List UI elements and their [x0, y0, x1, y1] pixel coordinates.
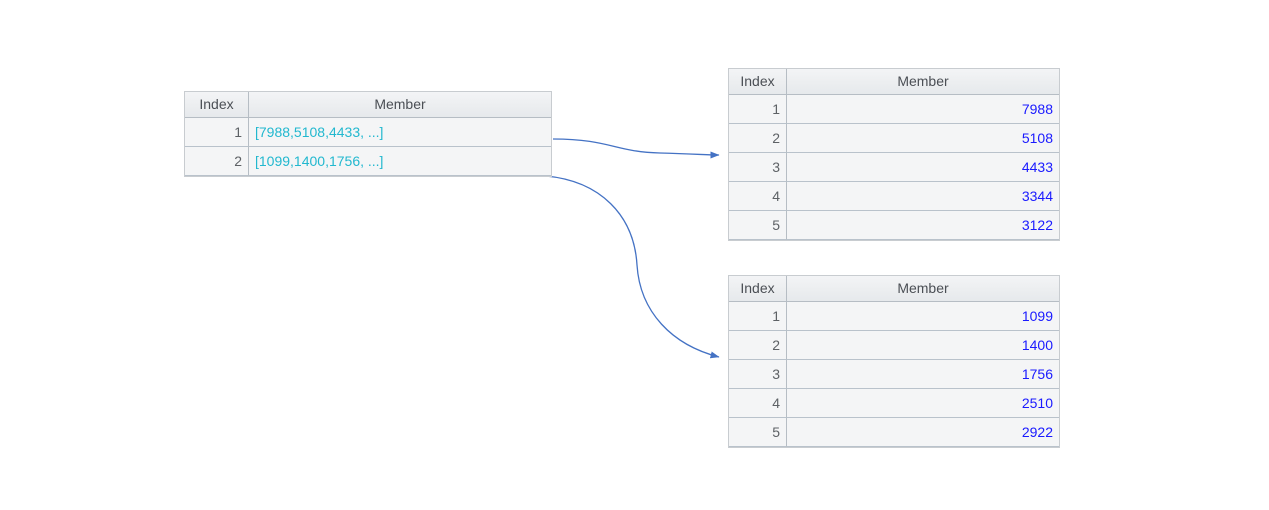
- table-row[interactable]: 3 1756: [729, 360, 1059, 389]
- row-member-cell[interactable]: 3122: [787, 211, 1059, 240]
- row-index-cell: 3: [729, 360, 787, 389]
- row-member-cell[interactable]: 2510: [787, 389, 1059, 418]
- table-row[interactable]: 4 3344: [729, 182, 1059, 211]
- source-collection-table[interactable]: Index Member 1 [7988,5108,4433, ...] 2 […: [184, 91, 552, 177]
- row-index-cell: 5: [729, 211, 787, 240]
- column-header-member[interactable]: Member: [787, 276, 1059, 302]
- table-header-row: Index Member: [729, 276, 1059, 302]
- row-member-cell[interactable]: 2922: [787, 418, 1059, 447]
- table-row[interactable]: 2 1400: [729, 331, 1059, 360]
- row-index-cell: 2: [729, 124, 787, 153]
- row-member-cell[interactable]: 1400: [787, 331, 1059, 360]
- expanded-members-table-1[interactable]: Index Member 1 7988 2 5108 3 4433: [728, 68, 1060, 241]
- row-index-cell: 2: [185, 147, 249, 176]
- table-row[interactable]: 4 2510: [729, 389, 1059, 418]
- table-row[interactable]: 3 4433: [729, 153, 1059, 182]
- row-member-cell[interactable]: 3344: [787, 182, 1059, 211]
- column-header-index[interactable]: Index: [729, 69, 787, 95]
- table-row[interactable]: 1 1099: [729, 302, 1059, 331]
- row-member-cell[interactable]: 5108: [787, 124, 1059, 153]
- row-index-cell: 5: [729, 418, 787, 447]
- row-index-cell: 1: [729, 302, 787, 331]
- row-member-cell[interactable]: [7988,5108,4433, ...]: [249, 118, 551, 147]
- table-row[interactable]: 5 2922: [729, 418, 1059, 447]
- row-index-cell: 4: [729, 182, 787, 211]
- column-header-index[interactable]: Index: [729, 276, 787, 302]
- table-row[interactable]: 5 3122: [729, 211, 1059, 240]
- arrow-row1-to-table1: [552, 138, 720, 159]
- column-header-member[interactable]: Member: [249, 92, 551, 118]
- row-index-cell: 1: [729, 95, 787, 124]
- table-row[interactable]: 2 [1099,1400,1756, ...]: [185, 147, 551, 176]
- expanded-members-table-2[interactable]: Index Member 1 1099 2 1400 3 1756: [728, 275, 1060, 448]
- column-header-index[interactable]: Index: [185, 92, 249, 118]
- table-row[interactable]: 2 5108: [729, 124, 1059, 153]
- table-header-row: Index Member: [185, 92, 551, 118]
- row-member-cell[interactable]: 4433: [787, 153, 1059, 182]
- row-member-cell[interactable]: [1099,1400,1756, ...]: [249, 147, 551, 176]
- row-index-cell: 4: [729, 389, 787, 418]
- table-row[interactable]: 1 [7988,5108,4433, ...]: [185, 118, 551, 147]
- row-member-cell[interactable]: 7988: [787, 95, 1059, 124]
- arrow-row2-to-table2: [545, 175, 720, 359]
- row-index-cell: 2: [729, 331, 787, 360]
- table-row[interactable]: 1 7988: [729, 95, 1059, 124]
- row-member-cell[interactable]: 1756: [787, 360, 1059, 389]
- column-header-member[interactable]: Member: [787, 69, 1059, 95]
- row-member-cell[interactable]: 1099: [787, 302, 1059, 331]
- row-index-cell: 3: [729, 153, 787, 182]
- row-index-cell: 1: [185, 118, 249, 147]
- table-header-row: Index Member: [729, 69, 1059, 95]
